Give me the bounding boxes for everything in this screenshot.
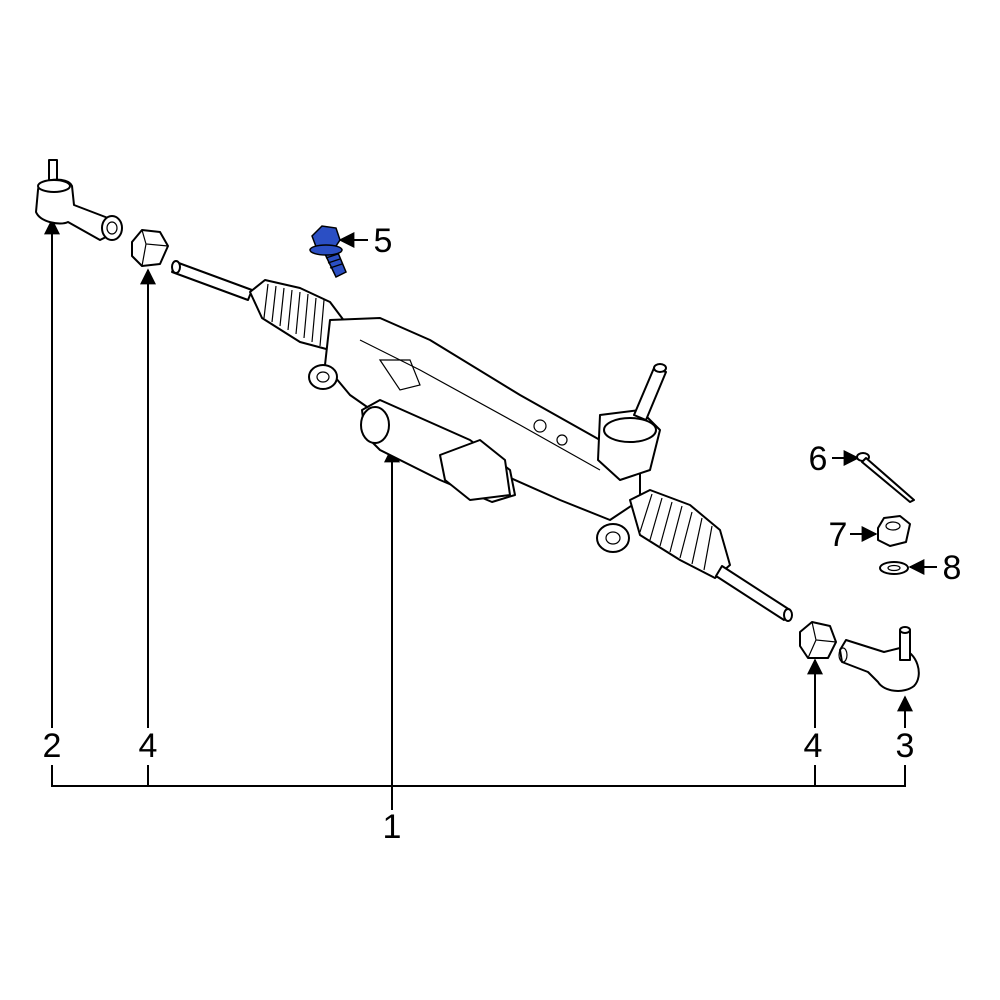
outer-tie-rod-left-part	[35, 159, 123, 241]
callout-4-right: 4	[804, 727, 823, 765]
leader-lines	[44, 218, 937, 786]
callout-4-left: 4	[139, 727, 158, 765]
jam-nut-right-part	[799, 621, 837, 659]
washer-part	[879, 561, 909, 575]
steering-gear-assembly-part	[171, 260, 793, 622]
callout-7: 7	[829, 516, 848, 554]
callout-1: 1	[383, 808, 402, 846]
jam-nut-left-part	[131, 229, 169, 267]
cotter-pin-part	[856, 452, 915, 503]
mounting-bolt-part	[309, 225, 347, 279]
callout-2: 2	[43, 727, 62, 765]
callout-5: 5	[374, 222, 393, 260]
callout-8: 8	[943, 549, 962, 587]
callout-labels: 1 2 4 4 3 5 6 7 8	[43, 222, 962, 846]
callout-6: 6	[809, 440, 828, 478]
callout-bracket	[51, 765, 906, 810]
castle-nut-part	[877, 515, 911, 547]
callout-3: 3	[896, 727, 915, 765]
outer-tie-rod-right-part	[838, 626, 920, 692]
